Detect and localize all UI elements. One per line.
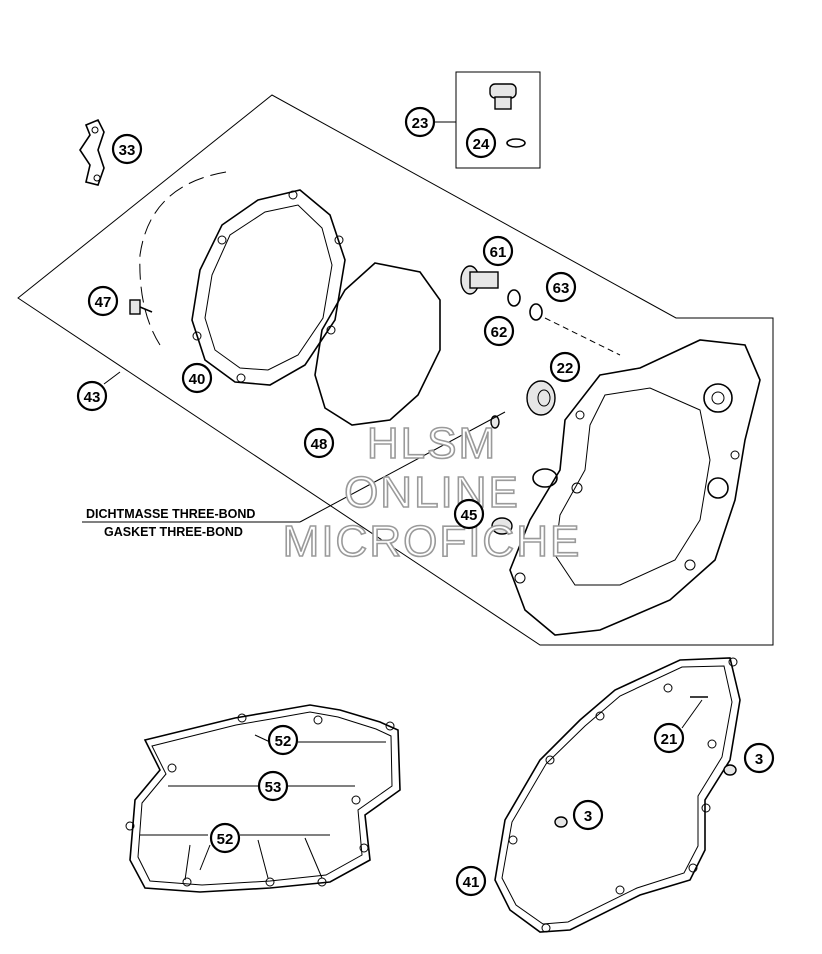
callout: 23 <box>404 106 436 138</box>
dowel-sleeve-part <box>554 816 568 828</box>
svg-text:3: 3 <box>584 808 592 825</box>
right-gasket-part <box>494 657 741 933</box>
callout: 61 <box>482 235 514 267</box>
bracket-part <box>79 118 105 186</box>
clutch-cover-part <box>509 339 761 636</box>
callout: 53 <box>257 770 289 802</box>
svg-text:52: 52 <box>275 733 292 750</box>
svg-text:MICROFICHE: MICROFICHE <box>283 517 582 566</box>
callout: 47 <box>87 285 119 317</box>
callout: 43 <box>76 380 108 412</box>
callout: 3 <box>572 799 604 831</box>
callout: 21 <box>653 722 685 754</box>
note-line-1: DICHTMASSE THREE-BOND <box>86 507 255 521</box>
callout: 45 <box>453 498 485 530</box>
seal-ring-part <box>507 289 521 307</box>
washer-part <box>529 303 543 321</box>
svg-text:52: 52 <box>217 831 234 848</box>
filler-plug-part <box>489 83 517 110</box>
callout: 52 <box>209 822 241 854</box>
left-gasket-part <box>125 704 401 893</box>
svg-text:53: 53 <box>265 779 282 796</box>
screw-part <box>129 299 153 315</box>
cover-gasket-part <box>314 262 441 426</box>
svg-text:63: 63 <box>553 280 570 297</box>
assembly-arc <box>139 171 227 346</box>
svg-text:61: 61 <box>490 244 507 261</box>
callout: 22 <box>549 351 581 383</box>
svg-text:33: 33 <box>119 142 136 159</box>
inset-box <box>455 71 541 169</box>
svg-text:47: 47 <box>95 294 112 311</box>
svg-text:21: 21 <box>661 731 678 748</box>
callout: 40 <box>181 362 213 394</box>
assembly-frame <box>17 94 774 646</box>
svg-text:3: 3 <box>755 751 763 768</box>
svg-text:22: 22 <box>557 360 574 377</box>
callout: 24 <box>465 127 497 159</box>
callout: 41 <box>455 865 487 897</box>
svg-text:48: 48 <box>311 436 328 453</box>
svg-text:24: 24 <box>473 136 490 153</box>
svg-text:43: 43 <box>84 389 101 406</box>
outer-cover-part <box>191 189 346 386</box>
o-ring-part <box>506 138 526 148</box>
svg-text:62: 62 <box>491 324 508 341</box>
svg-text:23: 23 <box>412 115 429 132</box>
shaft-plug-part <box>460 265 499 295</box>
callout: 52 <box>267 724 299 756</box>
small-seal-part <box>491 517 513 535</box>
svg-text:HLSM: HLSM <box>367 419 497 468</box>
callout: 62 <box>483 315 515 347</box>
watermark: HLSM ONLINE MICROFICHE <box>282 418 582 567</box>
callout: 33 <box>111 133 143 165</box>
note-line-2: GASKET THREE-BOND <box>104 525 243 539</box>
dowel-sleeve-part <box>723 764 737 776</box>
callout: 48 <box>303 427 335 459</box>
shaft-seal-part <box>526 380 556 416</box>
svg-text:45: 45 <box>461 507 478 524</box>
callout: 63 <box>545 271 577 303</box>
svg-text:ONLINE: ONLINE <box>344 468 520 517</box>
svg-text:41: 41 <box>463 874 480 891</box>
callout: 3 <box>743 742 775 774</box>
svg-text:40: 40 <box>189 371 206 388</box>
